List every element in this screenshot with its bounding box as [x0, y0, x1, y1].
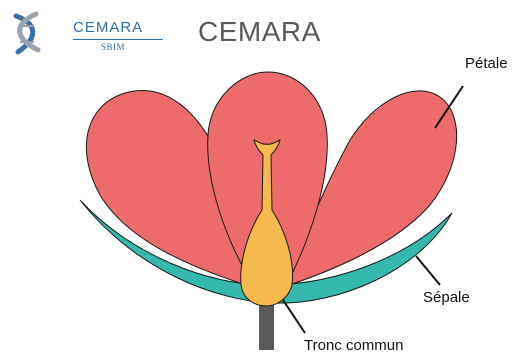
trunk-label: Tronc commun	[304, 337, 403, 354]
sepal-leader-line	[416, 256, 440, 285]
trunk-leader-line	[283, 300, 305, 333]
trunk-stem	[259, 303, 274, 350]
sepal-label: Sépale	[423, 289, 470, 306]
petal-label: Pétale	[465, 55, 508, 72]
